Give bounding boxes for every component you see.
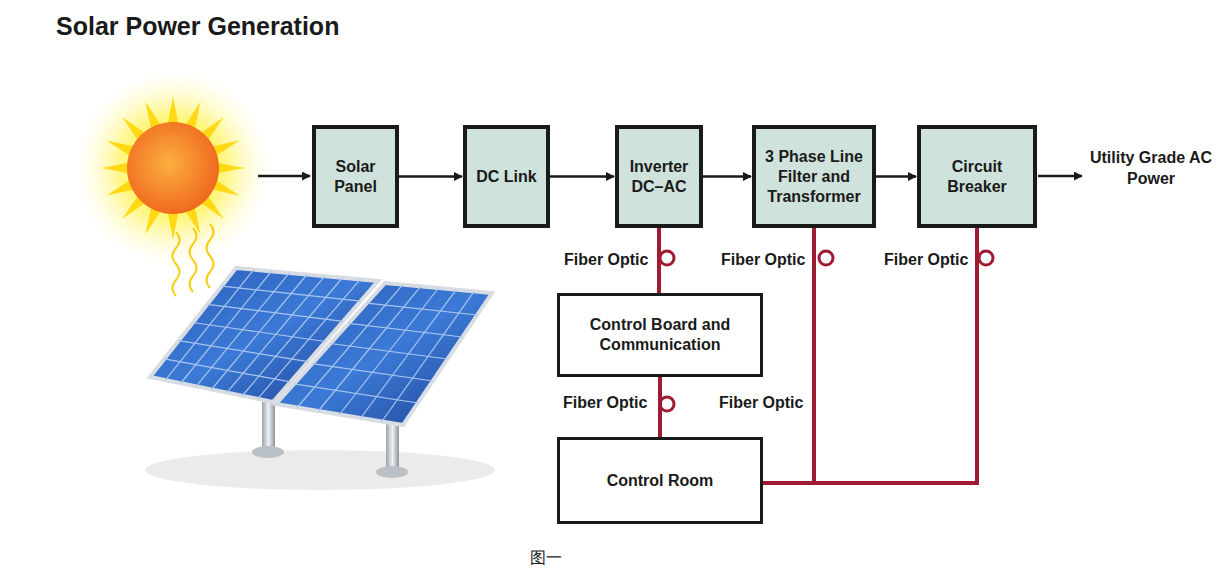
control-box: Control Room — [557, 437, 763, 524]
output-label: Utility Grade AC Power — [1086, 148, 1216, 190]
sun-rays — [101, 96, 245, 240]
sun-ray — [217, 163, 245, 174]
post-base — [252, 446, 284, 458]
heat-waves — [173, 224, 214, 296]
title: Solar Power Generation — [56, 12, 339, 41]
flow-arrow — [550, 175, 614, 178]
sun-ray — [101, 163, 129, 174]
link-label: Fiber Optic — [717, 393, 805, 414]
cell-line — [331, 344, 448, 360]
sun-ray — [168, 96, 179, 124]
cell-line — [164, 359, 290, 382]
cell-line — [294, 384, 418, 403]
link-label: Fiber Optic — [562, 250, 650, 271]
solar-panel — [276, 283, 492, 425]
process-box: Inverter DC–AC — [615, 125, 703, 228]
fiber-optic-link — [658, 377, 662, 437]
box-label: Solar Panel — [322, 157, 389, 197]
sun-arrow — [258, 175, 310, 178]
flow-arrow — [876, 175, 916, 178]
sun-glow — [75, 70, 271, 266]
fiber-optic-link — [657, 228, 661, 293]
box-label: Circuit Breaker — [927, 157, 1027, 197]
cell-line — [207, 304, 343, 321]
cell-line — [179, 341, 308, 362]
output-arrow — [1038, 175, 1082, 178]
box-label: DC Link — [476, 167, 536, 187]
process-box: Solar Panel — [312, 125, 399, 228]
box-label: Control Board and Communication — [566, 315, 754, 355]
sun — [127, 122, 219, 214]
process-box: DC Link — [463, 125, 550, 228]
cell-line — [193, 323, 326, 342]
sun-ray — [168, 212, 179, 240]
process-box: 3 Phase Line Filter and Transformer — [752, 125, 876, 228]
flow-arrow — [399, 175, 462, 178]
post-base — [376, 466, 408, 478]
link-label: Fiber Optic — [719, 250, 807, 271]
cell-line — [312, 364, 432, 381]
caption: 图一 — [520, 548, 572, 569]
shadow — [145, 450, 495, 490]
box-label: 3 Phase Line Filter and Transformer — [762, 147, 866, 207]
box-label: Control Room — [607, 471, 714, 491]
cell-line — [349, 323, 463, 337]
process-box: Circuit Breaker — [917, 125, 1037, 228]
link-label: Fiber Optic — [561, 393, 649, 414]
cell-line — [367, 303, 477, 315]
box-label: Inverter DC–AC — [625, 157, 693, 197]
link-label: Fiber Optic — [882, 250, 970, 271]
cell-line — [222, 286, 361, 301]
solar-panels — [150, 268, 492, 425]
control-box: Control Board and Communication — [557, 293, 763, 377]
flow-arrow — [703, 175, 751, 178]
